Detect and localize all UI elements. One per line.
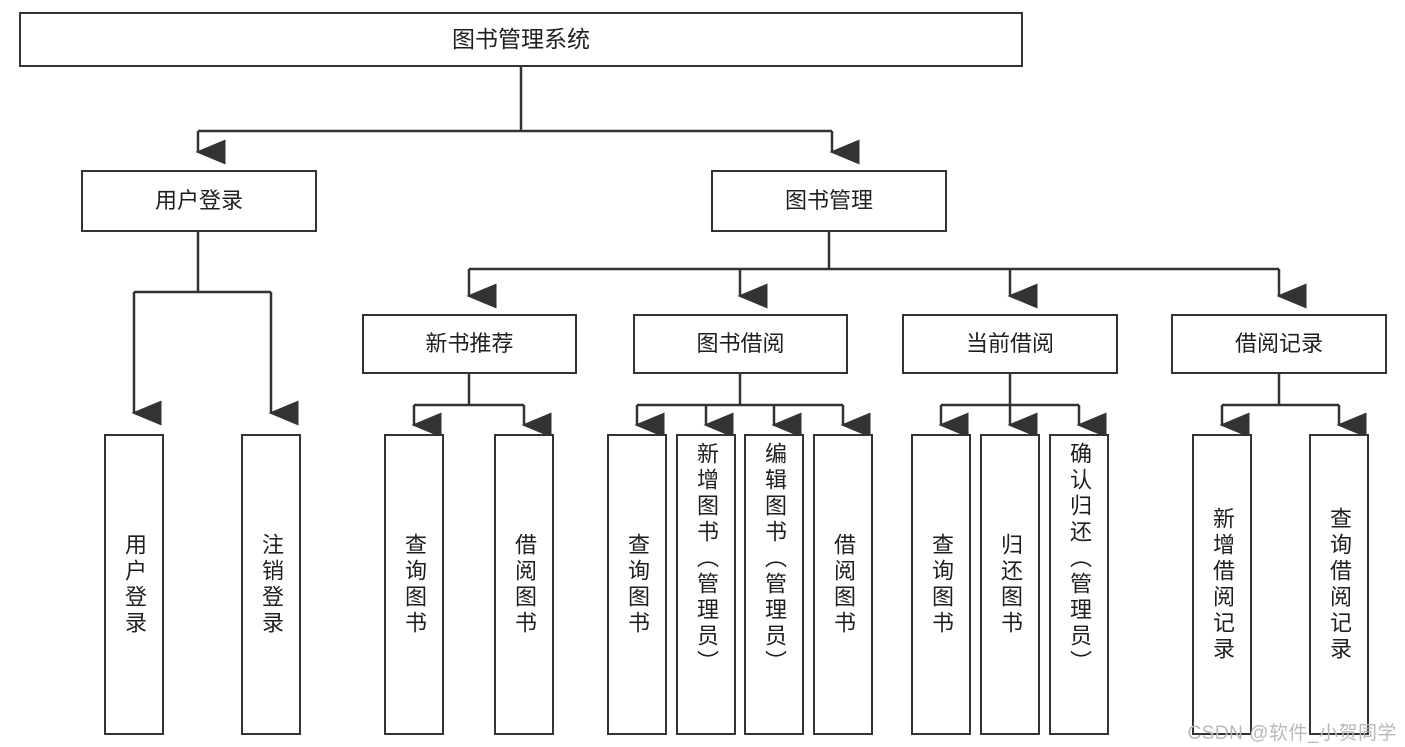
leaf-new-book-query[interactable]: 查询图书 bbox=[384, 434, 444, 735]
leaf-return-book[interactable]: 归还图书 bbox=[980, 434, 1040, 735]
node-borrow-record-label: 借阅记录 bbox=[1234, 331, 1323, 357]
leaf-add-borrow-record[interactable]: 新增借阅记录 bbox=[1192, 434, 1252, 735]
leaf-borrow-book-label: 借阅图书 bbox=[831, 532, 856, 637]
leaf-edit-book-admin[interactable]: 编辑图书（管理员） bbox=[744, 434, 804, 735]
leaf-new-book-query-label: 查询图书 bbox=[402, 532, 427, 637]
leaf-current-query-book-label: 查询图书 bbox=[929, 532, 954, 637]
node-current-borrow[interactable]: 当前借阅 bbox=[902, 314, 1118, 374]
leaf-new-book-borrow-label: 借阅图书 bbox=[512, 532, 537, 637]
node-book-borrow[interactable]: 图书借阅 bbox=[633, 314, 848, 374]
leaf-confirm-return-admin-label: 确认归还（管理员） bbox=[1067, 442, 1092, 676]
node-user-login-label: 用户登录 bbox=[154, 188, 243, 214]
leaf-logout[interactable]: 注销登录 bbox=[241, 434, 301, 735]
leaf-borrow-book[interactable]: 借阅图书 bbox=[813, 434, 873, 735]
leaf-return-book-label: 归还图书 bbox=[998, 532, 1023, 637]
node-book-manage-label: 图书管理 bbox=[784, 188, 873, 214]
node-user-login[interactable]: 用户登录 bbox=[81, 170, 317, 232]
leaf-query-borrow-record-label: 查询借阅记录 bbox=[1327, 506, 1352, 663]
node-root[interactable]: 图书管理系统 bbox=[19, 12, 1023, 67]
node-current-borrow-label: 当前借阅 bbox=[965, 331, 1054, 357]
leaf-confirm-return-admin[interactable]: 确认归还（管理员） bbox=[1049, 434, 1109, 735]
leaf-add-borrow-record-label: 新增借阅记录 bbox=[1210, 506, 1235, 663]
leaf-add-book-admin[interactable]: 新增图书（管理员） bbox=[676, 434, 736, 735]
watermark: CSDN @软件_小贺同学 bbox=[1187, 723, 1397, 744]
leaf-user-login[interactable]: 用户登录 bbox=[104, 434, 164, 735]
leaf-logout-label: 注销登录 bbox=[259, 532, 284, 637]
node-new-book-recommend-label: 新书推荐 bbox=[425, 331, 514, 357]
leaf-query-borrow-record[interactable]: 查询借阅记录 bbox=[1309, 434, 1369, 735]
node-borrow-record[interactable]: 借阅记录 bbox=[1171, 314, 1387, 374]
leaf-new-book-borrow[interactable]: 借阅图书 bbox=[494, 434, 554, 735]
node-root-label: 图书管理系统 bbox=[452, 26, 590, 53]
node-book-borrow-label: 图书借阅 bbox=[696, 331, 785, 357]
leaf-user-login-label: 用户登录 bbox=[122, 532, 147, 637]
node-new-book-recommend[interactable]: 新书推荐 bbox=[362, 314, 577, 374]
leaf-borrow-query-book-label: 查询图书 bbox=[625, 532, 650, 637]
node-book-manage[interactable]: 图书管理 bbox=[711, 170, 947, 232]
leaf-borrow-query-book[interactable]: 查询图书 bbox=[607, 434, 667, 735]
leaf-edit-book-admin-label: 编辑图书（管理员） bbox=[762, 442, 787, 676]
leaf-add-book-admin-label: 新增图书（管理员） bbox=[694, 442, 719, 676]
leaf-current-query-book[interactable]: 查询图书 bbox=[911, 434, 971, 735]
